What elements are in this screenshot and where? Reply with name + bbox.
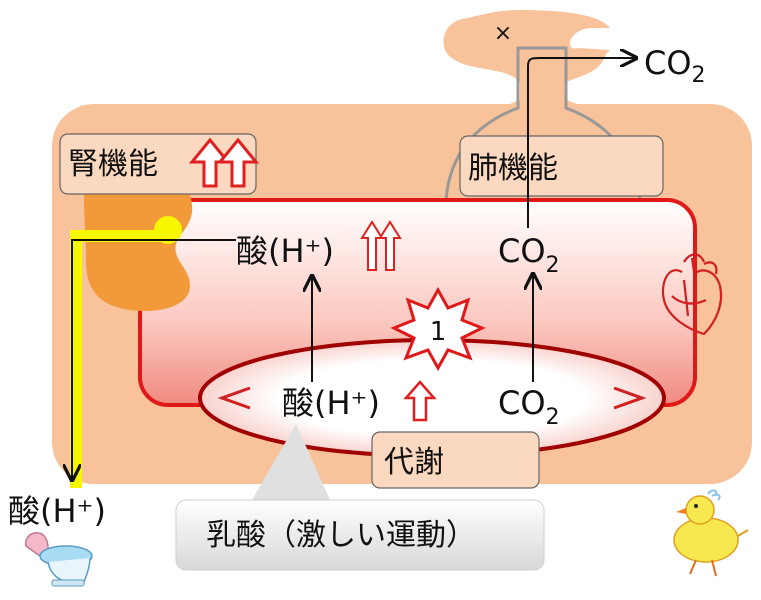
toilet-icon [25, 532, 93, 587]
kidney-function-label: 腎機能 [68, 147, 158, 182]
right-chevron [613, 386, 647, 410]
blood-co2-label: CO2 [498, 232, 560, 278]
excretion-arrow [72, 239, 236, 480]
metabolism-label-box [371, 431, 540, 489]
blood-acid-label: 酸(H⁺) [236, 232, 334, 270]
metabolism-label: 代謝 [384, 445, 444, 480]
left-chevron [217, 386, 251, 410]
heart-icon [661, 253, 723, 336]
chick-icon [673, 489, 749, 577]
lactic-callout-pointer [252, 424, 330, 500]
excreted-acid-label: 酸(H⁺) [8, 492, 106, 530]
kidney-up-arrows [188, 137, 260, 188]
lung-function-label: 肺機能 [468, 151, 558, 186]
burst-number: 1 [430, 317, 447, 347]
tissue-co2-label: CO2 [498, 384, 560, 430]
cross-mark: × [494, 21, 512, 46]
blood-acid-double-up-arrow [360, 220, 402, 271]
urine-path [70, 230, 168, 488]
exhaled-co2-label: CO2 [644, 44, 706, 88]
burst-star [390, 286, 486, 372]
lung-label-box [459, 135, 664, 197]
lactic-acid-label: 乳酸（激しい運動） [206, 518, 476, 553]
lactic-callout-box [175, 499, 545, 571]
tissue-acid-label: 酸(H⁺) [282, 384, 380, 422]
tissue-acid-up-arrow [403, 380, 437, 422]
co2-exhale-arrow [527, 58, 636, 228]
